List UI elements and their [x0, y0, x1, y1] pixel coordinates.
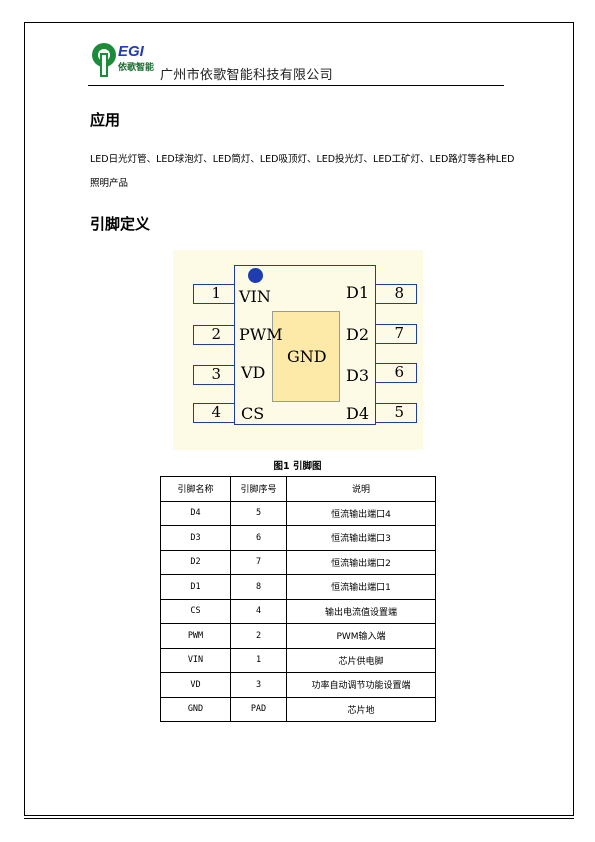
- logo-text: EGI: [118, 43, 145, 60]
- pin-number-8: 8: [375, 284, 417, 304]
- cell-pin-name: D2: [160, 549, 231, 575]
- pin-name-pwm: PWM: [239, 325, 283, 344]
- pin-number-5: 5: [375, 403, 417, 423]
- table-row: D3 6 恒流输出端口3: [160, 525, 436, 551]
- pin-number-7: 7: [375, 324, 417, 344]
- cell-pin-name: PWM: [160, 623, 231, 649]
- cell-description: 功率自动调节功能设置端: [286, 672, 436, 698]
- table-row: VD 3 功率自动调节功能设置端: [160, 672, 436, 698]
- pin-number-4: 4: [193, 403, 235, 423]
- cell-pin-name: CS: [160, 598, 231, 624]
- cell-description: 恒流输出端口3: [286, 525, 436, 551]
- pin-definition-heading: 引脚定义: [90, 215, 151, 233]
- pin-name-cs: CS: [241, 404, 265, 423]
- header-pin-name: 引脚名称: [160, 476, 231, 502]
- company-logo: EGI 依歌智能: [92, 43, 154, 77]
- table-row: PWM 2 PWM输入端: [160, 623, 436, 649]
- cell-description: 输出电流值设置端: [286, 598, 436, 624]
- pin-number-2: 2: [193, 325, 235, 345]
- pin1-marker: [248, 268, 263, 283]
- cell-pin-number: 1: [230, 647, 287, 673]
- cell-pin-name: VD: [160, 672, 231, 698]
- cell-pin-number: 2: [230, 623, 287, 649]
- pad-label: GND: [287, 347, 327, 366]
- page-border: [24, 22, 574, 819]
- table-row: CS 4 输出电流值设置端: [160, 598, 436, 624]
- cell-pin-number: 4: [230, 598, 287, 624]
- table-row: VIN 1 芯片供电脚: [160, 647, 436, 673]
- cell-description: 恒流输出端口1: [286, 574, 436, 600]
- cell-pin-number: 5: [230, 500, 287, 526]
- table-header-row: 引脚名称 引脚序号 说明: [160, 476, 436, 502]
- pin-name-vd: VD: [241, 363, 266, 382]
- pin-name-d1: D1: [346, 283, 370, 302]
- header-pin-number: 引脚序号: [230, 476, 287, 502]
- cell-pin-name: D3: [160, 525, 231, 551]
- cell-pin-number: PAD: [230, 696, 287, 722]
- cell-description: 恒流输出端口4: [286, 500, 436, 526]
- pin-name-d3: D3: [346, 366, 370, 385]
- cell-pin-number: 6: [230, 525, 287, 551]
- company-name: 广州市依歌智能科技有限公司: [160, 68, 333, 83]
- cell-pin-number: 8: [230, 574, 287, 600]
- table-row: D1 8 恒流输出端口1: [160, 574, 436, 600]
- cell-pin-name: GND: [160, 696, 231, 722]
- pin-name-vin: VIN: [239, 287, 271, 306]
- pin-number-6: 6: [375, 363, 417, 383]
- pin-name-d4: D4: [346, 404, 370, 423]
- pin-number-1: 1: [193, 284, 235, 304]
- pin-name-d2: D2: [346, 325, 370, 344]
- cell-pin-number: 7: [230, 549, 287, 575]
- cell-description: 恒流输出端口2: [286, 549, 436, 575]
- header-description: 说明: [286, 476, 436, 502]
- figure-caption: 图1 引脚图: [273, 461, 322, 472]
- cell-description: PWM输入端: [286, 623, 436, 649]
- cell-pin-number: 3: [230, 672, 287, 698]
- table-row: D4 5 恒流输出端口4: [160, 500, 436, 526]
- pin-table: 引脚名称 引脚序号 说明 D4 5 恒流输出端口4 D3 6 恒流输出端口3 D…: [160, 476, 436, 722]
- header-divider: [88, 85, 504, 86]
- table-row: GND PAD 芯片地: [160, 696, 436, 722]
- cell-description: 芯片供电脚: [286, 647, 436, 673]
- application-heading: 应用: [90, 111, 121, 129]
- pin-number-3: 3: [193, 365, 235, 385]
- cell-pin-name: D4: [160, 500, 231, 526]
- cell-description: 芯片地: [286, 696, 436, 722]
- cell-pin-name: VIN: [160, 647, 231, 673]
- exposed-pad: [272, 311, 340, 402]
- logo-subtext: 依歌智能: [118, 61, 154, 73]
- cell-pin-name: D1: [160, 574, 231, 600]
- application-text: LED日光灯管、LED球泡灯、LED筒灯、LED吸顶灯、LED投光灯、LED工矿…: [90, 154, 515, 189]
- table-row: D2 7 恒流输出端口2: [160, 549, 436, 575]
